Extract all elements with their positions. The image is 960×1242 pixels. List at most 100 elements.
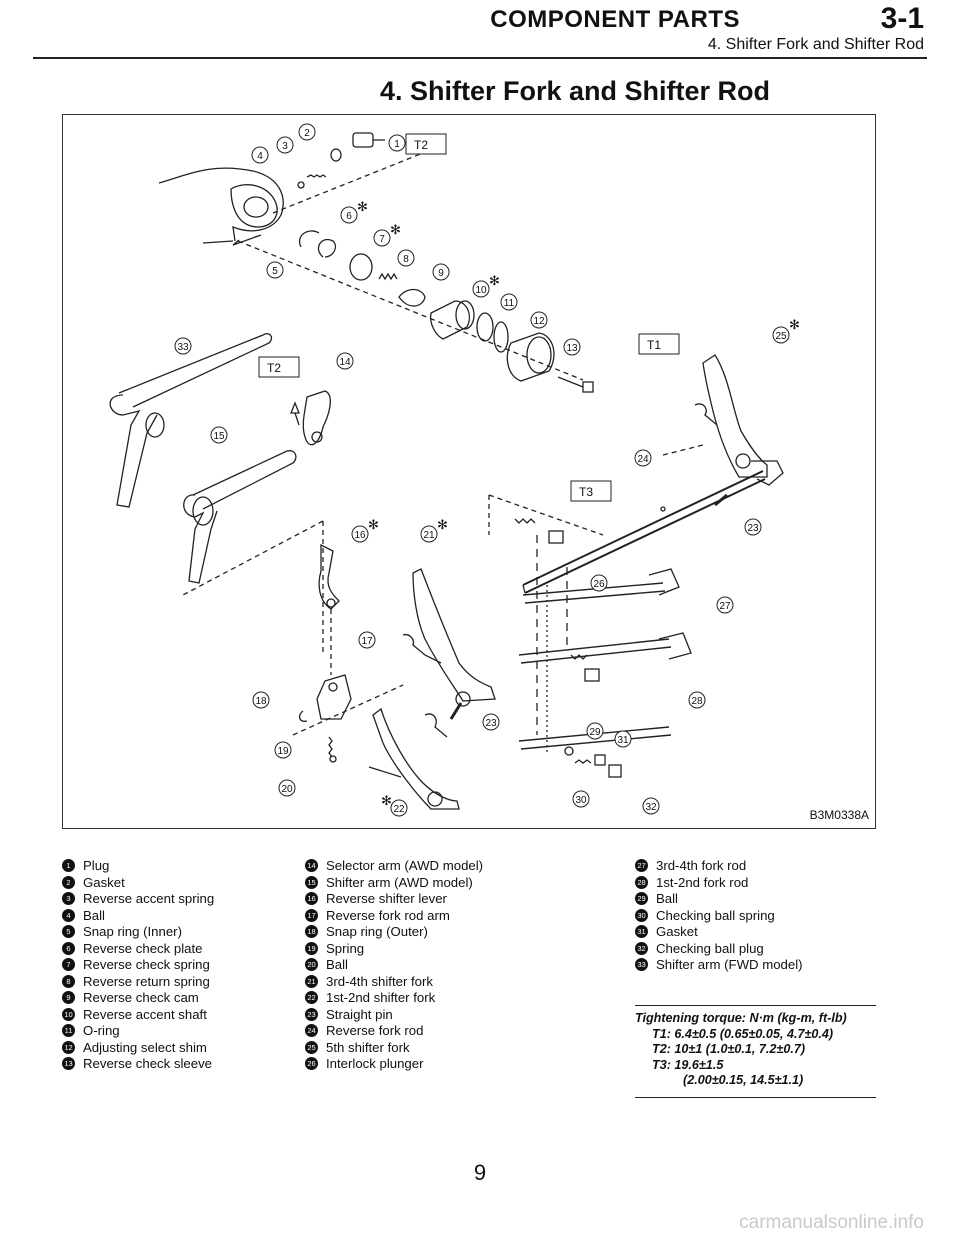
torque-t3-values: (2.00±0.15, 14.5±1.1) xyxy=(683,1073,804,1087)
page-number: 9 xyxy=(473,1160,487,1185)
svg-text:24: 24 xyxy=(637,454,649,465)
watermark: carmanualsonline.info xyxy=(739,1212,924,1233)
callout-7: 7 xyxy=(373,229,391,247)
svg-text:4: 4 xyxy=(257,151,263,162)
svg-text:30: 30 xyxy=(575,795,587,806)
star-marker-6: ✻ xyxy=(357,200,368,215)
callout-5: 5 xyxy=(266,261,284,279)
svg-text:25: 25 xyxy=(775,331,787,342)
star-marker-25: ✻ xyxy=(789,318,800,333)
callout-25: 25 xyxy=(772,326,790,344)
callout-8: 8 xyxy=(397,249,415,267)
svg-text:13: 13 xyxy=(566,343,578,354)
callout-22: 22 xyxy=(390,799,408,817)
callout-15: 15 xyxy=(210,426,228,444)
callout-24: 24 xyxy=(634,449,652,467)
callout-31: 31 xyxy=(614,730,632,748)
callout-30: 30 xyxy=(572,790,590,808)
svg-text:26: 26 xyxy=(593,579,605,590)
svg-text:31: 31 xyxy=(617,735,629,746)
svg-text:3: 3 xyxy=(282,141,288,152)
star-marker-22: ✻ xyxy=(381,794,392,809)
callout-32: 32 xyxy=(642,797,660,815)
svg-text:10: 10 xyxy=(475,285,487,296)
star-marker-16: ✻ xyxy=(368,518,379,533)
callout-23-lower: 23 xyxy=(482,713,500,731)
svg-text:7: 7 xyxy=(379,234,385,245)
callout-17: 17 xyxy=(358,631,376,649)
callout-16: 16 xyxy=(351,525,369,543)
torque-t1: T1: 6.4±0.5 (0.65±0.05, 4.7±0.4) xyxy=(652,1026,834,1041)
svg-text:23: 23 xyxy=(747,523,759,534)
callout-29: 29 xyxy=(586,722,604,740)
header-subtitle: 4. Shifter Fork and Shifter Rod xyxy=(707,36,924,53)
figure-code: B3M0338A xyxy=(809,808,869,822)
svg-text:2: 2 xyxy=(304,128,310,139)
svg-text:22: 22 xyxy=(393,804,405,815)
svg-text:1: 1 xyxy=(394,139,400,150)
star-marker-21: ✻ xyxy=(437,518,448,533)
svg-text:16: 16 xyxy=(354,530,366,541)
callout-11: 11 xyxy=(500,293,518,311)
torque-tag-t2-top: T2 xyxy=(414,138,428,152)
svg-text:11: 11 xyxy=(504,298,515,309)
svg-text:33: 33 xyxy=(177,342,189,353)
svg-text:12: 12 xyxy=(533,316,545,327)
callout-10: 10 xyxy=(472,280,490,298)
callout-19: 19 xyxy=(274,741,292,759)
callout-6: 6 xyxy=(340,206,358,224)
callout-26: 26 xyxy=(590,574,608,592)
svg-text:15: 15 xyxy=(213,431,225,442)
star-marker-10: ✻ xyxy=(489,274,500,289)
callout-14: 14 xyxy=(336,352,354,370)
exploded-view-figure: T2 T2 T1 T3 1 2 3 4 5 6 7 8 9 10 11 12 1… xyxy=(62,114,876,829)
svg-text:5: 5 xyxy=(272,266,278,277)
callout-28: 28 xyxy=(688,691,706,709)
torque-tag-t2-mid: T2 xyxy=(267,361,281,375)
page-title: 4. Shifter Fork and Shifter Rod xyxy=(380,76,771,106)
svg-text:6: 6 xyxy=(346,211,352,222)
svg-text:19: 19 xyxy=(277,746,289,757)
star-marker-7: ✻ xyxy=(390,223,401,238)
svg-text:20: 20 xyxy=(281,784,293,795)
callout-9: 9 xyxy=(432,263,450,281)
svg-text:8: 8 xyxy=(403,254,409,265)
svg-text:23: 23 xyxy=(485,718,497,729)
callout-2: 2 xyxy=(298,123,316,141)
svg-text:9: 9 xyxy=(438,268,444,279)
svg-text:32: 32 xyxy=(645,802,657,813)
svg-text:29: 29 xyxy=(589,727,601,738)
callout-4: 4 xyxy=(251,146,269,164)
svg-text:21: 21 xyxy=(423,530,435,541)
tightening-torque-box: Tightening torque: N·m (kg-m, ft-lb) T1:… xyxy=(635,1005,876,1098)
callout-21: 21 xyxy=(420,525,438,543)
torque-t2: T2: 10±1 (1.0±0.1, 7.2±0.7) xyxy=(652,1042,806,1056)
torque-t3: T3: 19.6±1.5 xyxy=(652,1057,724,1072)
